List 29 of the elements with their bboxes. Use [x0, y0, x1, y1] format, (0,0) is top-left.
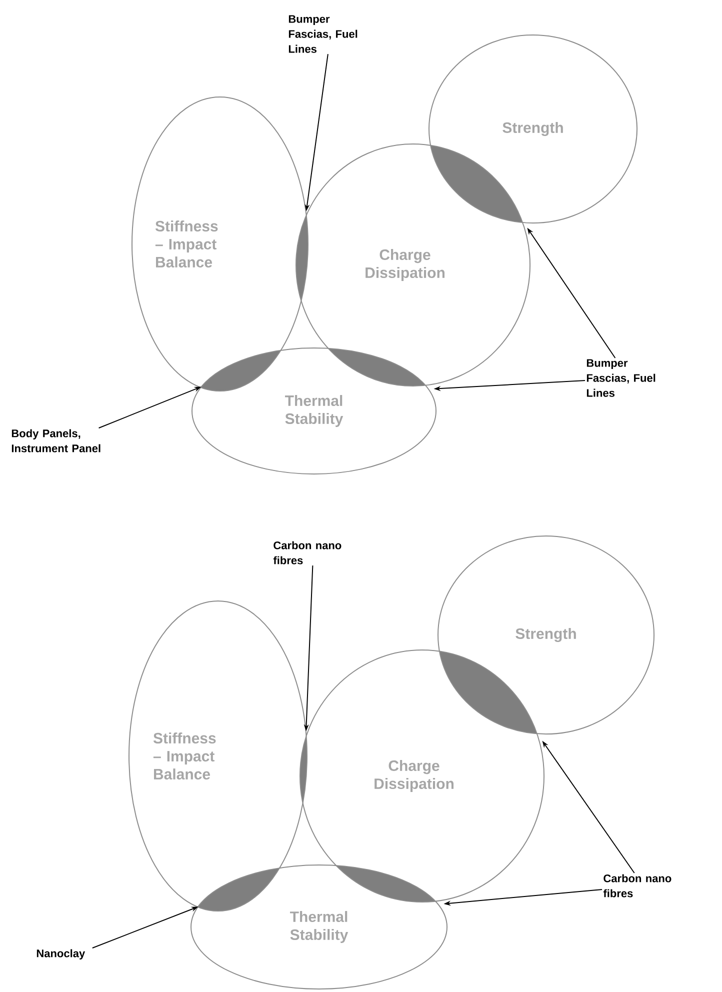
overlap-lens [328, 348, 426, 386]
overlap-lens [336, 866, 436, 902]
callout-text: Bumper Fascias, Fuel Lines [288, 15, 358, 53]
venn-ellipse [296, 144, 530, 386]
venn-label: Strength [502, 122, 563, 136]
venn-label: Thermal Stability [285, 395, 344, 427]
callout-text: Body Panels, Instrument Panel [12, 429, 100, 452]
venn-label: Charge Dissipation [374, 760, 454, 792]
venn-label: Stiffness – Impact Balance [153, 732, 216, 780]
venn-label: Stiffness – Impact Balance [155, 220, 218, 268]
overlap-lens [198, 868, 280, 911]
overlap-lens [296, 216, 308, 300]
callout-text: Nanoclay [36, 949, 86, 960]
overlap-lens [200, 350, 281, 391]
venn-label: Charge Dissipation [366, 249, 444, 281]
venn-ellipse [132, 96, 308, 392]
callout-text: Carbon nano fibres [273, 541, 342, 564]
callout-text: Bumper Fascias, Fuel Lines [586, 359, 656, 397]
venn-ellipse [300, 650, 544, 902]
venn-ellipse [438, 536, 654, 734]
venn-ellipse [190, 864, 448, 990]
venn-ellipse [128, 600, 308, 912]
venn-ellipse [192, 348, 436, 474]
overlap-lens [440, 651, 537, 734]
overlap-lens [430, 145, 522, 222]
callout-text: Carbon nano fibres [603, 874, 672, 898]
venn-ellipse [428, 34, 638, 224]
venn-label: Thermal Stability [290, 911, 348, 943]
venn-label: Strength [516, 628, 576, 642]
